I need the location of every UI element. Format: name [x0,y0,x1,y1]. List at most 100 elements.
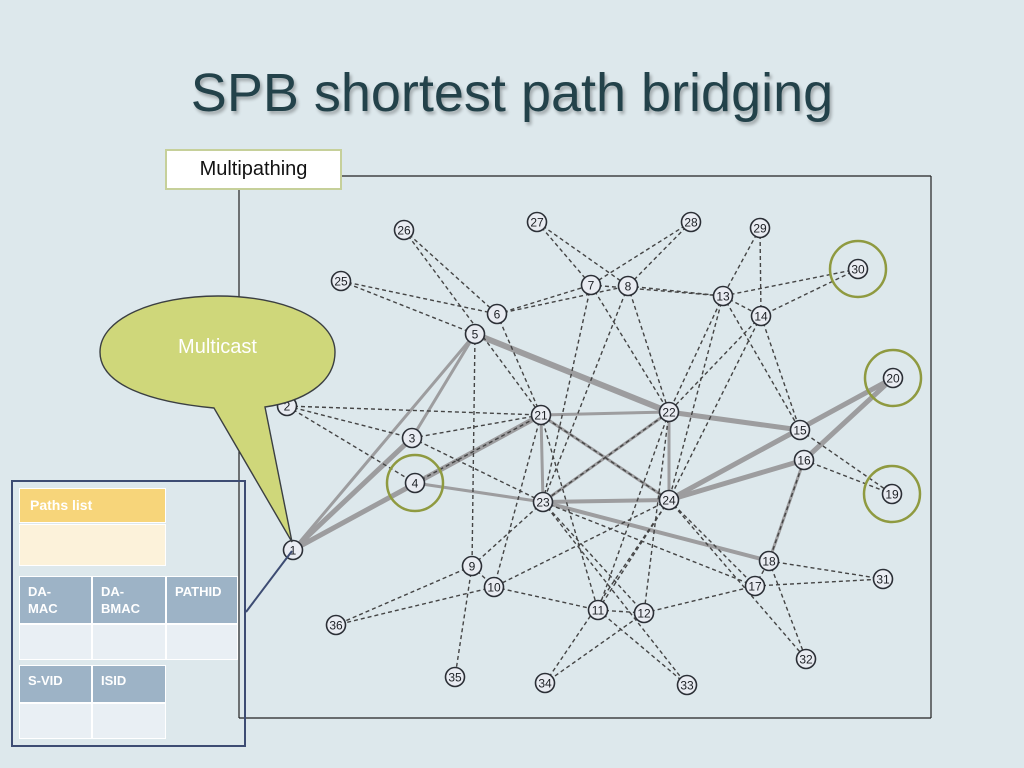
node-12: 12 [633,602,655,624]
tree-link-3-5 [410,332,477,440]
link-30-13 [722,268,859,297]
node-circle [658,489,680,511]
link-11-33 [597,609,688,686]
isid-cell [92,703,166,739]
tree-link-21-23 [539,413,545,504]
node-circle [749,217,771,239]
node-label: 30 [851,263,865,277]
node-circle [793,449,815,471]
link-26-21 [403,229,542,416]
node-29: 29 [749,217,771,239]
link-24-17 [668,499,756,587]
node-20: 20 [882,367,904,389]
link-21-10 [493,414,542,588]
link-6-7 [496,284,592,315]
node-circle [872,568,894,590]
link-14-24 [668,315,762,501]
node-circle [795,648,817,670]
paths-list-header: Paths list [19,488,166,523]
node-label: 35 [448,671,462,685]
node-22: 22 [658,401,680,423]
da-bmac-cell [92,624,166,660]
multicast-tree-links [290,331,896,563]
link-18-31 [768,560,884,580]
node-circle [676,674,698,696]
node-circle [750,305,772,327]
node-label: 22 [662,406,676,420]
multipathing-tag: Multipathing [165,149,342,190]
node-label: 15 [793,424,807,438]
node-label: 8 [625,280,632,294]
node-circle [330,270,352,292]
node-label: 6 [494,308,501,322]
link-16-18 [768,459,805,562]
tree-link-24-16 [666,457,807,503]
node-19: 19 [881,483,903,505]
network-links [286,221,893,686]
node-label: 20 [886,372,900,386]
node-circle [486,303,508,325]
node-4: 4 [404,472,426,494]
node-circle [532,491,554,513]
node-34: 34 [534,672,556,694]
s-vid-header: S-VID [19,665,92,703]
link-22-23 [542,411,670,503]
tree-link-4-23 [413,481,545,504]
link-7-13 [590,284,724,297]
node-label: 2 [284,400,291,414]
tree-link-16-20 [801,375,896,463]
node-label: 10 [487,581,501,595]
link-3-23 [411,437,544,503]
node-1: 1 [282,539,304,561]
tree-link-22-15 [666,409,803,433]
link-21-24 [540,414,670,501]
link-13-15 [722,295,801,431]
node-32: 32 [795,648,817,670]
link-27-8 [536,221,629,287]
link-24-10 [493,499,670,588]
node-26: 26 [393,219,415,241]
tree-link-21-22 [539,410,671,417]
node-circle [882,367,904,389]
link-13-22 [668,295,724,413]
link-6-21 [496,313,542,416]
node-label: 36 [329,619,343,633]
link-13-24 [668,295,724,501]
tree-link-15-20 [798,376,895,432]
node-15: 15 [789,419,811,441]
link-3-21 [411,414,542,439]
node-circle [461,555,483,577]
link-23-33 [542,501,688,686]
link-23-12 [542,501,645,614]
tree-link-1-5 [291,332,477,552]
node-27: 27 [526,211,548,233]
node-circle [847,258,869,280]
node-31: 31 [872,568,894,590]
highlight-ring-19 [862,464,922,524]
node-label: 28 [684,216,698,230]
node-circle [712,285,734,307]
link-29-13 [722,227,761,297]
node-label: 32 [799,653,813,667]
da-mac-cell [19,624,92,660]
node-circle [881,483,903,505]
node-label: 27 [530,216,544,230]
node-10: 10 [483,576,505,598]
node-circle [580,274,602,296]
link-2-21 [286,405,542,416]
node-28: 28 [680,211,702,233]
link-28-8 [627,221,692,287]
panel-connector [245,550,293,613]
paths-list-body [19,524,166,566]
link-28-7 [590,221,692,286]
multicast-callout [99,295,336,543]
node-label: 18 [762,555,776,569]
link-22-11 [597,411,670,611]
node-label: 19 [885,488,899,502]
isid-header: ISID [92,665,166,703]
link-2-3 [286,405,413,439]
node-label: 23 [536,496,550,510]
link-22-12 [643,411,670,614]
link-9-35 [454,565,473,678]
